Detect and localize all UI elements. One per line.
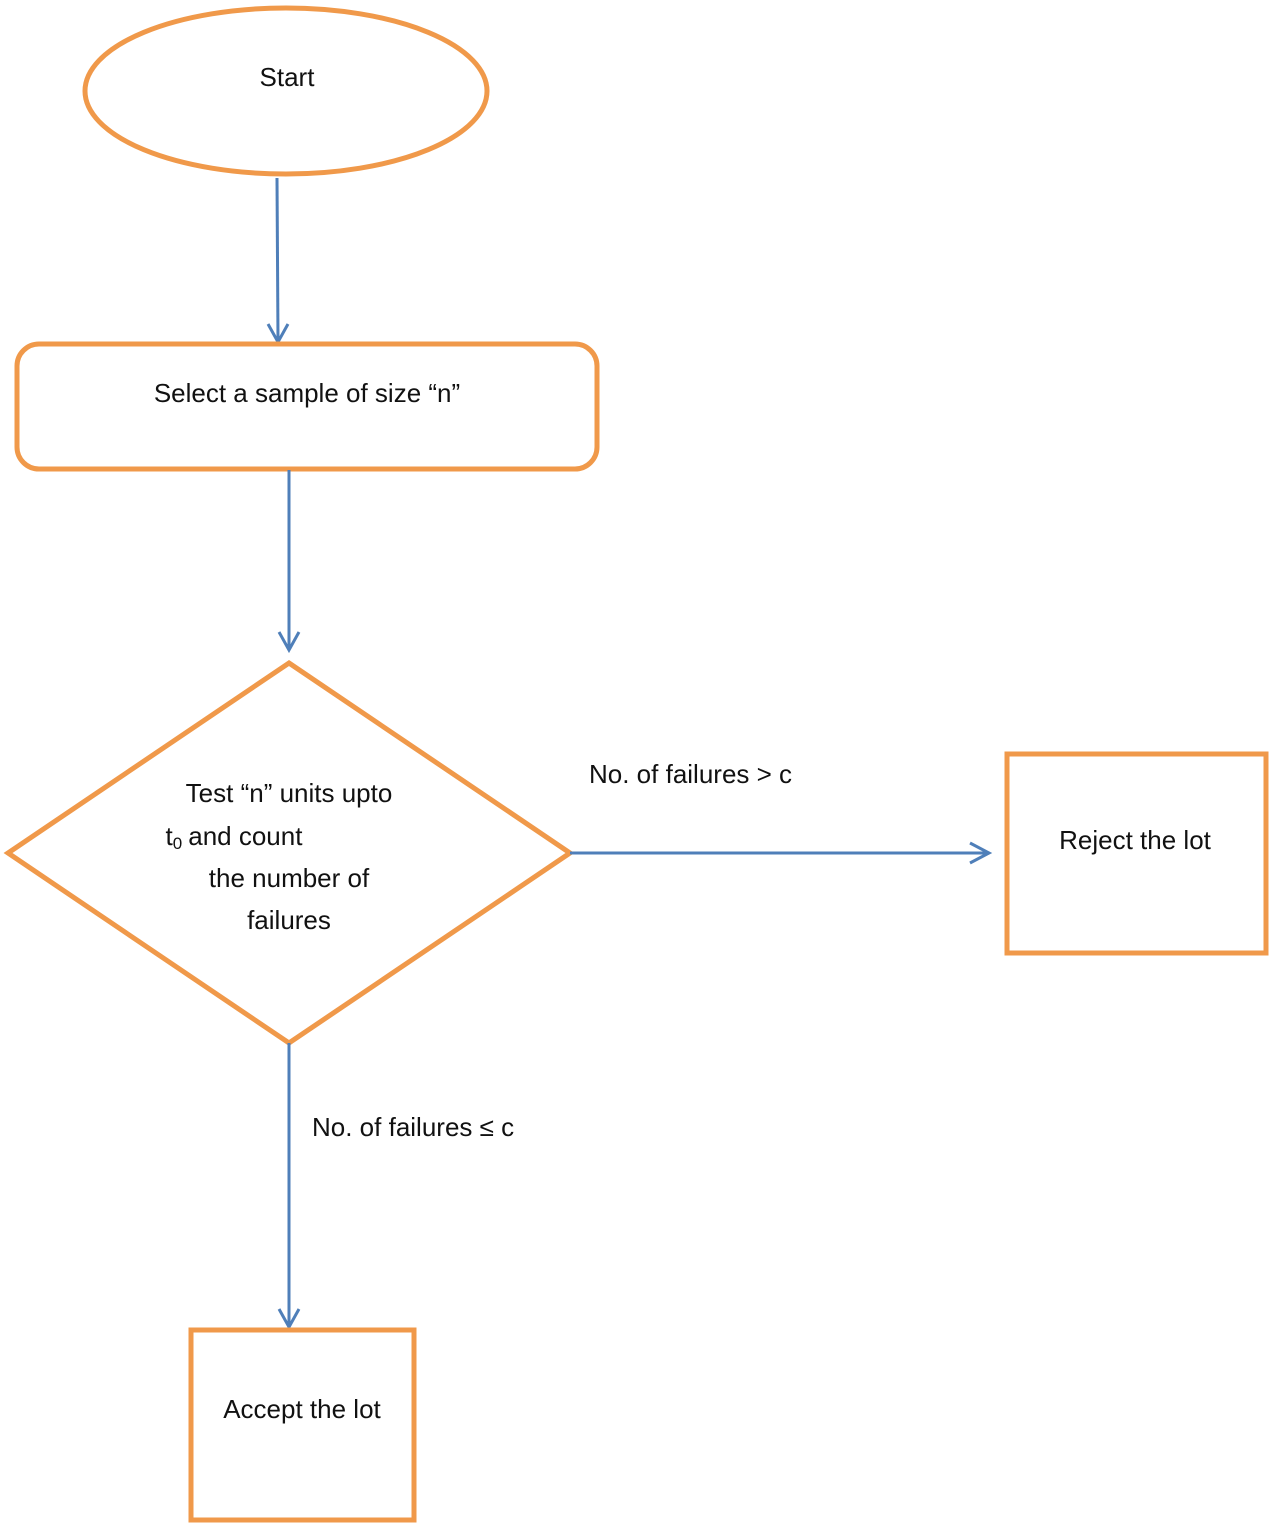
test-decision-line-3: the number of <box>209 863 370 893</box>
reject-node: Reject the lot <box>1004 751 1269 956</box>
test-decision-line-1: Test “n” units upto <box>186 778 393 808</box>
test-decision-diamond <box>3 659 575 1047</box>
time-subscript: 0 <box>173 834 182 853</box>
start-ellipse <box>82 5 490 177</box>
arrowhead-icon <box>277 631 301 654</box>
test-decision-node: Test “n” units upto t0 and count the numb… <box>3 659 575 1047</box>
edge-test-to-accept: No. of failures ≤ c <box>277 1043 514 1331</box>
test-decision-line-4: failures <box>247 905 331 935</box>
start-label: Start <box>260 62 316 92</box>
accept-node: Accept the lot <box>188 1327 417 1523</box>
edge-label-reject-condition: No. of failures > c <box>589 759 792 789</box>
edge-start-to-select <box>266 177 290 346</box>
select-sample-node: Select a sample of size “n” <box>14 341 600 472</box>
edge-test-to-reject: No. of failures > c <box>570 759 993 865</box>
reject-label: Reject the lot <box>1059 825 1212 855</box>
select-sample-box <box>14 341 600 472</box>
start-node: Start <box>82 5 490 177</box>
edge-select-to-test <box>277 470 301 654</box>
arrowhead-icon <box>969 841 993 865</box>
time-variable: t <box>166 821 174 851</box>
test-decision-line-2: t0 and count <box>166 821 304 853</box>
edge-line <box>275 177 280 341</box>
edge-label-accept-condition: No. of failures ≤ c <box>312 1112 514 1142</box>
reject-box <box>1004 751 1269 956</box>
select-sample-label: Select a sample of size “n” <box>154 378 460 408</box>
time-remainder: and count <box>188 821 303 851</box>
accept-label: Accept the lot <box>223 1394 381 1424</box>
accept-box <box>188 1327 417 1523</box>
arrowhead-icon <box>277 1308 301 1331</box>
